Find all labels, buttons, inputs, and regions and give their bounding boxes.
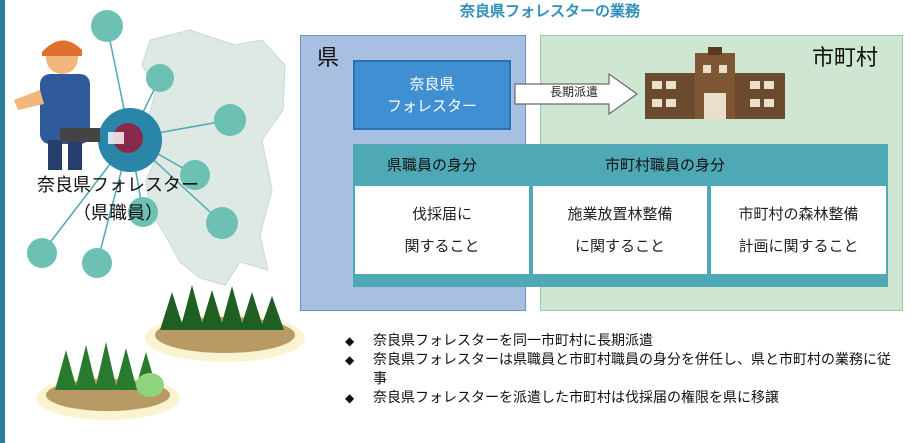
table-cell: 市町村の森林整備 計画に関すること (711, 186, 886, 274)
network-node (27, 238, 57, 268)
bullet-text: 奈良県フォレスターを同一市町村に長期派遣 (373, 333, 653, 349)
network-node (128, 197, 158, 227)
person-label-line2: （県職員） (73, 203, 163, 224)
network-node (180, 160, 210, 190)
dispatch-arrow-icon (514, 72, 639, 116)
bullet-list: ◆ 奈良県フォレスターを同一市町村に長期派遣 ◆ 奈良県フォレスターは県職員と市… (343, 332, 903, 408)
forester-person-label: 奈良県フォレスター （県職員） (18, 172, 218, 228)
cell-line: に関すること (574, 237, 665, 255)
network-node (91, 10, 123, 42)
diamond-bullet-icon: ◆ (345, 334, 355, 348)
forester-box: 奈良県 フォレスター (353, 60, 511, 130)
bullet-text: 奈良県フォレスターを派遣した市町村は伐採届の権限を県に移譲 (373, 390, 779, 406)
town-hall-building-icon (645, 47, 785, 119)
cell-line: 市町村の森林整備 (738, 205, 859, 223)
diamond-bullet-icon: ◆ (345, 391, 355, 405)
network-node (146, 64, 174, 92)
network-node (206, 207, 238, 239)
forest-icon-front (36, 342, 180, 420)
role-table: 県職員の身分 市町村職員の身分 伐採届に 関すること 施業放置林整備 に関するこ… (353, 144, 888, 287)
cell-line: 施業放置林整備 (567, 205, 673, 223)
network-node (82, 248, 112, 278)
bullet-item: ◆ 奈良県フォレスターを同一市町村に長期派遣 (343, 332, 903, 351)
bullet-item: ◆ 奈良県フォレスターを派遣した市町村は伐採届の権限を県に移譲 (343, 389, 903, 408)
person-label-line1: 奈良県フォレスター (37, 175, 199, 196)
diagram-title: 奈良県フォレスターの業務 (459, 2, 640, 20)
bullet-item: ◆ 奈良県フォレスターは県職員と市町村職員の身分を併任し、県と市町村の業務に従事 (343, 351, 903, 389)
forest-icon-back (145, 285, 305, 362)
bullet-text: 奈良県フォレスターは県職員と市町村職員の身分を併任し、県と市町村の業務に従事 (373, 352, 891, 387)
municipality-label: 市町村 (812, 46, 879, 71)
forester-box-line1: 奈良県 (409, 75, 455, 93)
diamond-bullet-icon: ◆ (345, 353, 355, 367)
table-cell: 施業放置林整備 に関すること (533, 186, 707, 274)
dispatch-arrow-label: 長期派遣 (549, 85, 598, 99)
cell-line: 関すること (404, 237, 480, 255)
forester-person-icon (14, 40, 100, 170)
cell-line: 伐採届に (411, 205, 472, 223)
left-frame-border (0, 0, 5, 443)
table-cell: 伐採届に 関すること (355, 186, 529, 274)
cell-line: 計画に関すること (738, 237, 859, 255)
prefecture-label: 県 (317, 46, 340, 71)
chainsaw-icon (108, 123, 143, 153)
header-municipality-role: 市町村職員の身分 (605, 156, 726, 174)
header-prefecture-role: 県職員の身分 (387, 156, 478, 174)
network-node (214, 104, 246, 136)
forester-box-line2: フォレスター (386, 97, 477, 115)
